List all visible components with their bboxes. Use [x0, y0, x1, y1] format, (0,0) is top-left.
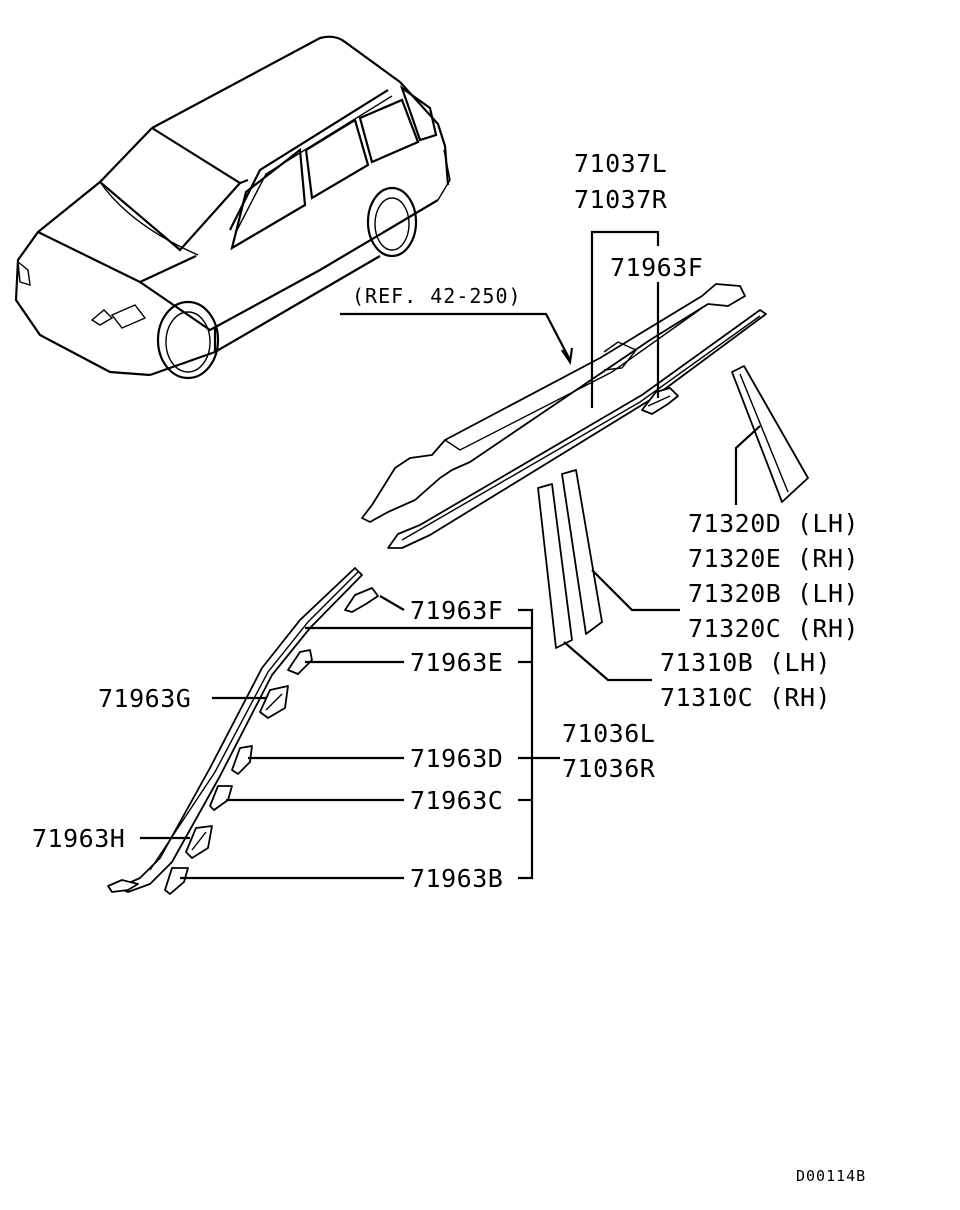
label-71320c: 71320C (RH) [688, 614, 859, 643]
part-labels: (REF. 42-250) 71037L 71037R 71963F 71320… [32, 149, 866, 1185]
label-71963f-top: 71963F [610, 253, 703, 282]
label-71963g: 71963G [98, 684, 191, 713]
label-71963d: 71963D [410, 744, 503, 773]
label-71310b: 71310B (LH) [660, 648, 831, 677]
pillar-mouldings [537, 365, 809, 649]
drawing-code: D00114B [796, 1167, 866, 1185]
label-71963e: 71963E [410, 648, 503, 677]
label-71310c: 71310C (RH) [660, 683, 831, 712]
label-71320b: 71320B (LH) [688, 579, 859, 608]
vehicle-illustration [14, 35, 451, 380]
ref-label: (REF. 42-250) [352, 284, 522, 308]
label-71037l: 71037L [574, 149, 667, 178]
drip-moulding [107, 567, 379, 895]
label-71963h: 71963H [32, 824, 125, 853]
label-71963c: 71963C [410, 786, 503, 815]
label-71036r: 71036R [562, 754, 656, 783]
label-71036l: 71036L [562, 719, 655, 748]
leader-lines [140, 230, 761, 880]
label-71320d: 71320D (LH) [688, 509, 859, 538]
label-71963b: 71963B [410, 864, 503, 893]
label-71037r: 71037R [574, 185, 668, 214]
roof-rail-assembly [361, 283, 767, 549]
label-71320e: 71320E (RH) [688, 544, 859, 573]
clip-f-shape [344, 587, 379, 613]
label-71963f: 71963F [410, 596, 503, 625]
